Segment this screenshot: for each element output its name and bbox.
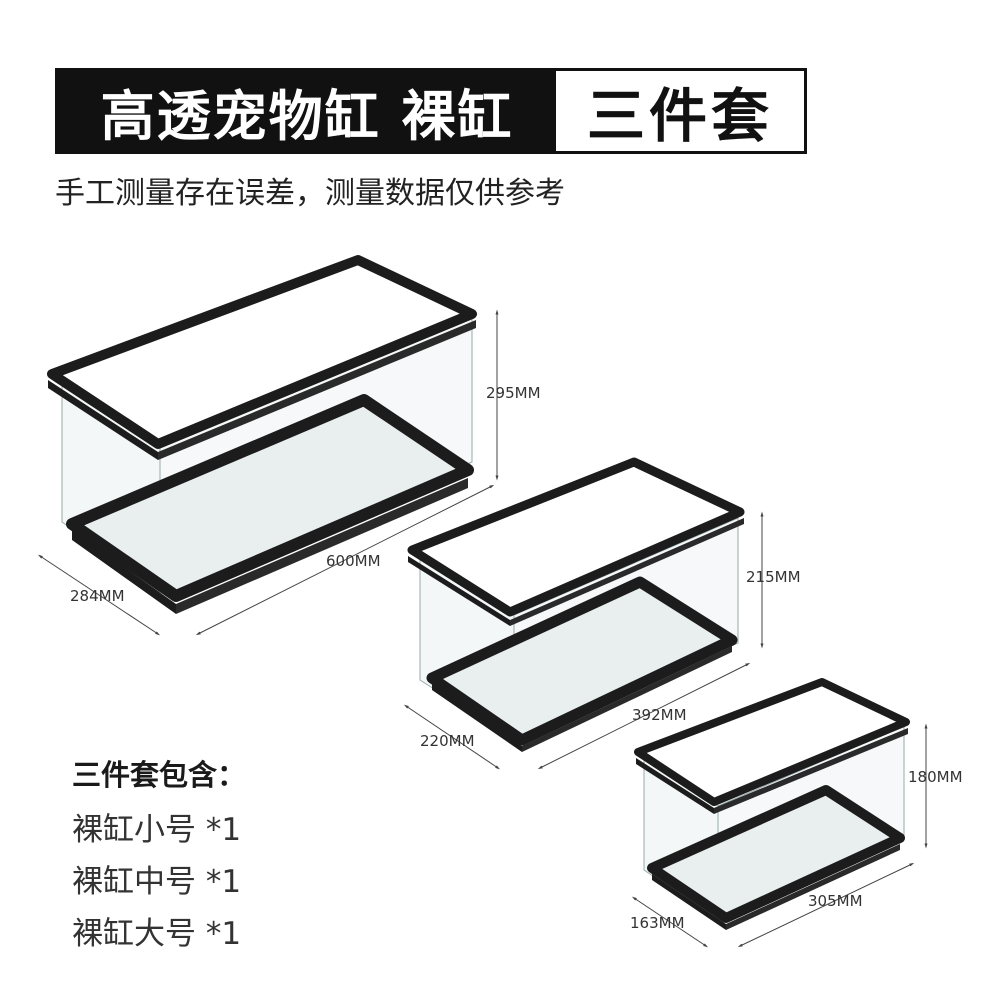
set-badge: 三件套 [586,82,773,150]
small-tank-rim [634,678,910,806]
large-tank-width-label: 284MM [70,587,125,605]
small-tank-length-label: 305MM [808,892,863,910]
medium-tank [407,457,745,752]
package-item-medium: 裸缸中号 *1 [72,864,242,900]
title-banner-light-section: 三件套 [556,71,804,151]
medium-tank-rim [407,457,745,617]
large-tank-rim [47,255,477,449]
small-tank-height-label: 180MM [908,768,963,786]
package-item-small: 裸缸小号 *1 [72,812,242,848]
large-tank-height-label: 295MM [486,384,541,402]
package-item-large: 裸缸大号 *1 [72,916,242,952]
small-tank-dimensions [631,723,928,948]
title-banner: 高透宠物缸 裸缸 三件套 [55,68,807,154]
large-tank-length-label: 600MM [326,552,381,570]
package-contents: 三件套包含： 裸缸小号 *1 裸缸中号 *1 裸缸大号 *1 [72,752,246,960]
medium-tank-dimensions [403,511,764,770]
product-title: 高透宠物缸 裸缸 [100,84,514,148]
large-tank-dimensions [37,309,499,636]
title-banner-dark-section: 高透宠物缸 裸缸 [58,71,556,151]
measurement-disclaimer: 手工测量存在误差，测量数据仅供参考 [55,176,565,211]
medium-tank-length-label: 392MM [632,706,687,724]
medium-tank-height-label: 215MM [746,568,801,586]
medium-tank-width-label: 220MM [420,732,475,750]
small-tank-width-label: 163MM [630,914,685,932]
package-contents-title: 三件套包含： [72,758,247,792]
